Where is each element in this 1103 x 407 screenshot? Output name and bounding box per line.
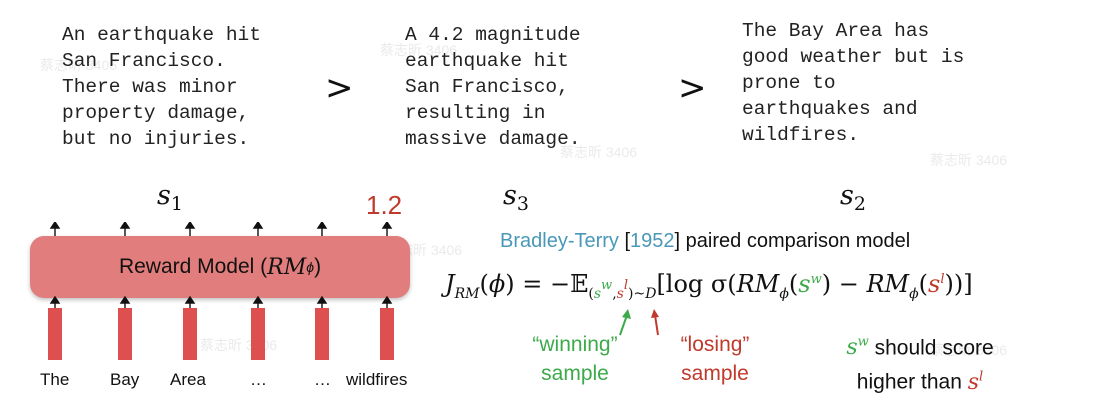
reward-model-label: Reward Model ( [118,255,268,278]
greater-than-sign: > [325,68,354,108]
reward-score: 1.2 [366,190,403,220]
bt-year: 1952 [630,230,675,252]
token-embedding-bar [183,308,197,360]
token-embedding-bar [315,308,329,360]
watermark: 蔡志昕 3406 [380,42,458,58]
token-label: wildfires [346,370,408,389]
watermark: 蔡志昕 3406 [560,144,638,160]
token-label: Bay [110,370,140,389]
bt-name: Bradley-Terry [500,230,619,252]
token-embedding-bar [380,308,394,360]
reward-model-close: ) [314,255,322,278]
loss-formula: JRM(ϕ) = −𝔼(sw,sl)~D[log σ(RMϕ(sw) − RMϕ… [445,270,973,302]
winning-sample-note: “winning” sample [532,333,618,385]
input-arrows [49,295,393,310]
token-label: … [250,370,267,389]
token-label: The [40,370,70,389]
watermark: 蔡志昕 3406 [930,342,1008,358]
token-embedding-bar [251,308,265,360]
sample-label-s2: s2 [840,180,866,215]
pointer-arrows [619,309,659,336]
sample-label-s1: s1 [157,180,183,215]
should-score-note: sw should score higher than sl [846,335,994,395]
watermark: 蔡志昕 3406 [200,337,278,353]
phi-subscript: ϕ [306,259,315,275]
example-text-s1: An earthquake hit San Francisco. There w… [62,24,261,150]
example-text-s2: The Bay Area has good weather but is pro… [742,20,965,146]
token-embedding-bar [48,308,62,360]
greater-than-sign: > [678,68,707,108]
token-embedding-bar [118,308,132,360]
watermark: 蔡志昕 3406 [40,57,118,73]
rm-symbol: RM [267,254,307,280]
token-label: … [314,370,331,389]
losing-sample-note: “losing” sample [680,333,750,385]
example-text-s3: A 4.2 magnitude earthquake hit San Franc… [405,24,581,150]
sample-label-s3: s3 [503,180,529,215]
watermark: 蔡志昕 3406 [930,152,1008,168]
bradley-terry-title: Bradley-Terry [1952] paired comparison m… [500,230,911,252]
token-label: Area [170,370,206,389]
bt-rest: paired comparison model [680,230,911,252]
